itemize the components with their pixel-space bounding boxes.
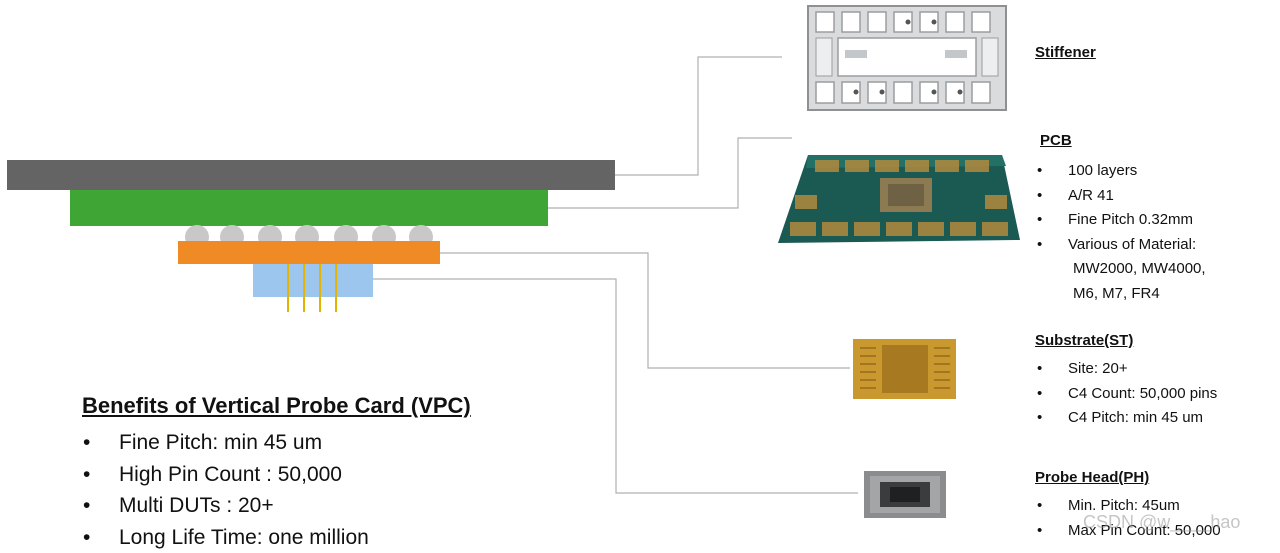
pcb-title: PCB <box>1040 132 1072 149</box>
benefits-list: Fine Pitch: min 45 um High Pin Count : 5… <box>80 427 369 553</box>
leader-line-stiffener <box>615 57 782 175</box>
pcb-spec-continuation: MW2000, MW4000, <box>1035 257 1206 282</box>
probe-head-title: Probe Head(PH) <box>1035 469 1149 486</box>
substrate-spec-item: C4 Count: 50,000 pins <box>1035 382 1217 407</box>
pcb-spec-item: Various of Material: <box>1035 233 1206 258</box>
pcb-spec-continuation: M6, M7, FR4 <box>1035 282 1206 307</box>
substrate-spec-item: C4 Pitch: min 45 um <box>1035 406 1217 431</box>
substrate-layer <box>178 241 440 264</box>
watermark: CSDN @w____hao <box>1083 512 1240 533</box>
leader-line-probe-head <box>373 279 858 493</box>
pcb-image <box>778 155 1020 243</box>
pcb-spec-item: A/R 41 <box>1035 184 1206 209</box>
benefit-item: Multi DUTs : 20+ <box>80 490 369 522</box>
substrate-spec-list: Site: 20+ C4 Count: 50,000 pins C4 Pitch… <box>1035 357 1217 431</box>
pcb-spec-item: 100 layers <box>1035 159 1206 184</box>
substrate-image <box>853 339 956 399</box>
leader-line-substrate <box>440 253 850 368</box>
probe-head-layer <box>253 264 373 297</box>
benefit-item: Fine Pitch: min 45 um <box>80 427 369 459</box>
probe-head-image <box>864 471 946 518</box>
stiffener-layer <box>7 160 615 190</box>
pcb-spec-item: Fine Pitch 0.32mm <box>1035 208 1206 233</box>
benefits-title: Benefits of Vertical Probe Card (VPC) <box>82 393 471 419</box>
pcb-layer <box>70 190 548 226</box>
substrate-title: Substrate(ST) <box>1035 332 1133 349</box>
benefit-item: Long Life Time: one million <box>80 522 369 553</box>
benefit-item: High Pin Count : 50,000 <box>80 459 369 491</box>
pcb-spec-list: 100 layers A/R 41 Fine Pitch 0.32mm Vari… <box>1035 159 1206 306</box>
substrate-spec-item: Site: 20+ <box>1035 357 1217 382</box>
stiffener-title: Stiffener <box>1035 44 1096 61</box>
stiffener-image <box>808 6 1006 110</box>
